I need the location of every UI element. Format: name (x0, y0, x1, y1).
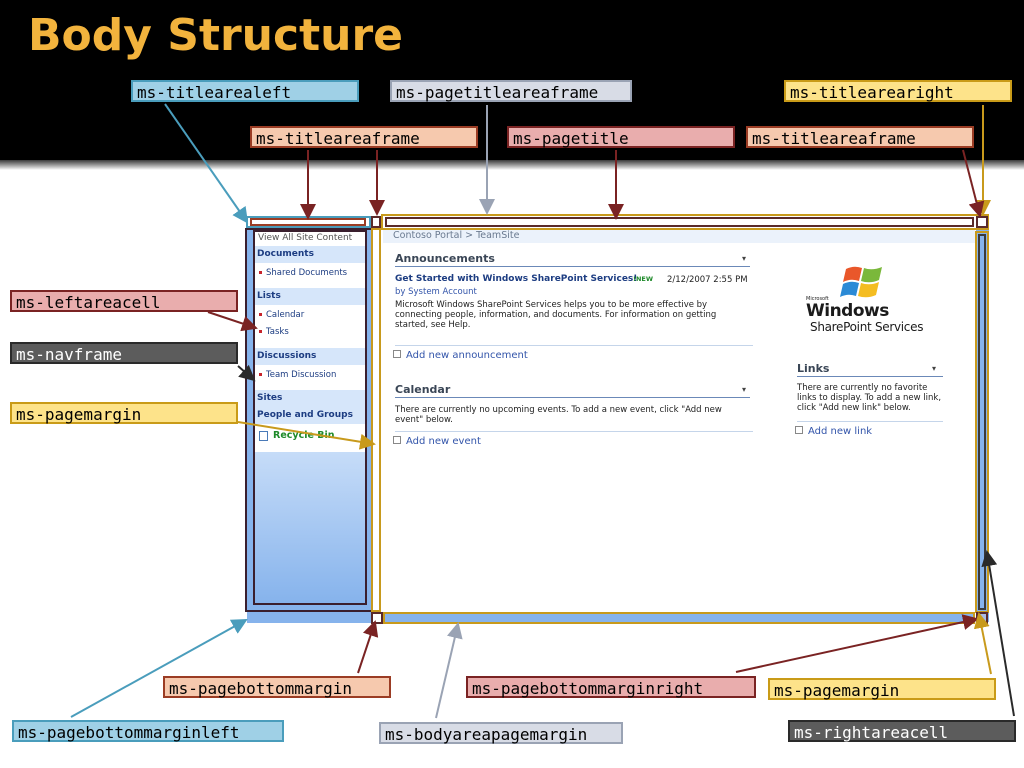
add-announcement-label: Add new announcement (406, 350, 528, 361)
add-link-label: Add new link (808, 426, 873, 437)
add-link-link[interactable]: Add new link (795, 426, 872, 437)
label-titlearealeft: ms-titlearealeft (131, 80, 359, 102)
label-navframe: ms-navframe (10, 342, 238, 364)
windows-wordmark: Windows (806, 301, 889, 321)
label-pagebottommarginleft: ms-pagebottommarginleft (12, 720, 284, 742)
nav-item-label: Tasks (266, 327, 289, 337)
nav-frame: View All Site Content Documents Shared D… (253, 230, 367, 605)
label-pagebottommargin: ms-pagebottommargin (163, 676, 391, 698)
nav-heading-lists[interactable]: Lists (255, 288, 365, 305)
nav-item-label: Calendar (266, 310, 305, 320)
label-titleareaframe-right: ms-titleareaframe (746, 126, 974, 148)
calendar-body: There are currently no upcoming events. … (395, 405, 722, 425)
body-area-page-margin (383, 613, 975, 622)
nav-heading-documents[interactable]: Documents (255, 246, 365, 263)
nav-item-calendar[interactable]: Calendar (259, 309, 304, 321)
nav-heading-discussions[interactable]: Discussions (255, 348, 365, 365)
links-body: There are currently no favorite links to… (797, 383, 942, 413)
nav-gradient-fill (255, 452, 365, 603)
nav-item-label: Team Discussion (266, 370, 337, 380)
divider (395, 431, 753, 432)
links-title[interactable]: Links (797, 362, 943, 377)
nav-item-label: Shared Documents (266, 268, 348, 278)
nav-item-recycle-bin[interactable]: Recycle Bin (259, 430, 334, 442)
label-rightareacell: ms-rightareacell (788, 720, 1016, 742)
label-pagebottommarginright: ms-pagebottommarginright (466, 676, 756, 698)
add-icon (393, 350, 401, 358)
new-exclaim-icon: ! (633, 275, 636, 283)
bullet-icon (259, 373, 262, 376)
label-titlearearight: ms-titlearearight (784, 80, 1012, 102)
announcement-item-title[interactable]: Get Started with Windows SharePoint Serv… (395, 274, 638, 284)
chevron-down-icon[interactable]: ▾ (932, 364, 937, 373)
microsoft-wordmark: Microsoft (806, 296, 829, 302)
nav-heading-sites[interactable]: Sites (255, 390, 365, 407)
bullet-icon (259, 271, 262, 274)
new-badge: !NEW (633, 274, 653, 284)
slide-title: Body Structure (28, 10, 403, 61)
bullet-icon (259, 313, 262, 316)
label-pagemargin-right: ms-pagemargin (768, 678, 996, 700)
recycle-bin-icon (259, 430, 268, 441)
label-pagemargin-left: ms-pagemargin (10, 402, 238, 424)
add-event-label: Add new event (406, 436, 481, 447)
nav-view-all-link[interactable]: View All Site Content (258, 233, 353, 243)
windows-flag-icon (840, 266, 882, 298)
nav-item-label: Recycle Bin (273, 430, 335, 441)
label-bodyareapagemargin: ms-bodyareapagemargin (379, 722, 623, 744)
nav-item-shared-documents[interactable]: Shared Documents (259, 267, 347, 279)
chevron-down-icon[interactable]: ▾ (742, 385, 747, 394)
sharepoint-services-wordmark: SharePoint Services (810, 320, 924, 334)
label-pagetitle: ms-pagetitle (507, 126, 735, 148)
announcements-title[interactable]: Announcements (395, 252, 750, 267)
bullet-icon (259, 330, 262, 333)
announcement-date: 2/12/2007 2:55 PM (667, 275, 748, 285)
breadcrumb[interactable]: Contoso Portal > TeamSite (383, 229, 975, 243)
label-titleareaframe-left: ms-titleareaframe (250, 126, 478, 148)
label-leftareacell: ms-leftareacell (10, 290, 238, 312)
divider (797, 421, 943, 422)
divider (395, 345, 753, 346)
label-pagetitleareaframe: ms-pagetitleareaframe (390, 80, 632, 102)
nav-item-tasks[interactable]: Tasks (259, 326, 289, 338)
new-badge-label: NEW (635, 275, 654, 283)
nav-heading-people-groups[interactable]: People and Groups (255, 407, 365, 424)
add-icon (393, 436, 401, 444)
add-announcement-link[interactable]: Add new announcement (393, 350, 528, 361)
add-event-link[interactable]: Add new event (393, 436, 481, 447)
chevron-down-icon[interactable]: ▾ (742, 254, 747, 263)
calendar-title[interactable]: Calendar (395, 383, 750, 398)
announcement-author[interactable]: by System Account (395, 287, 477, 297)
add-icon (795, 426, 803, 434)
header-shadow-line (0, 160, 1024, 170)
announcement-body: Microsoft Windows SharePoint Services he… (395, 300, 717, 330)
nav-item-team-discussion[interactable]: Team Discussion (259, 369, 336, 381)
